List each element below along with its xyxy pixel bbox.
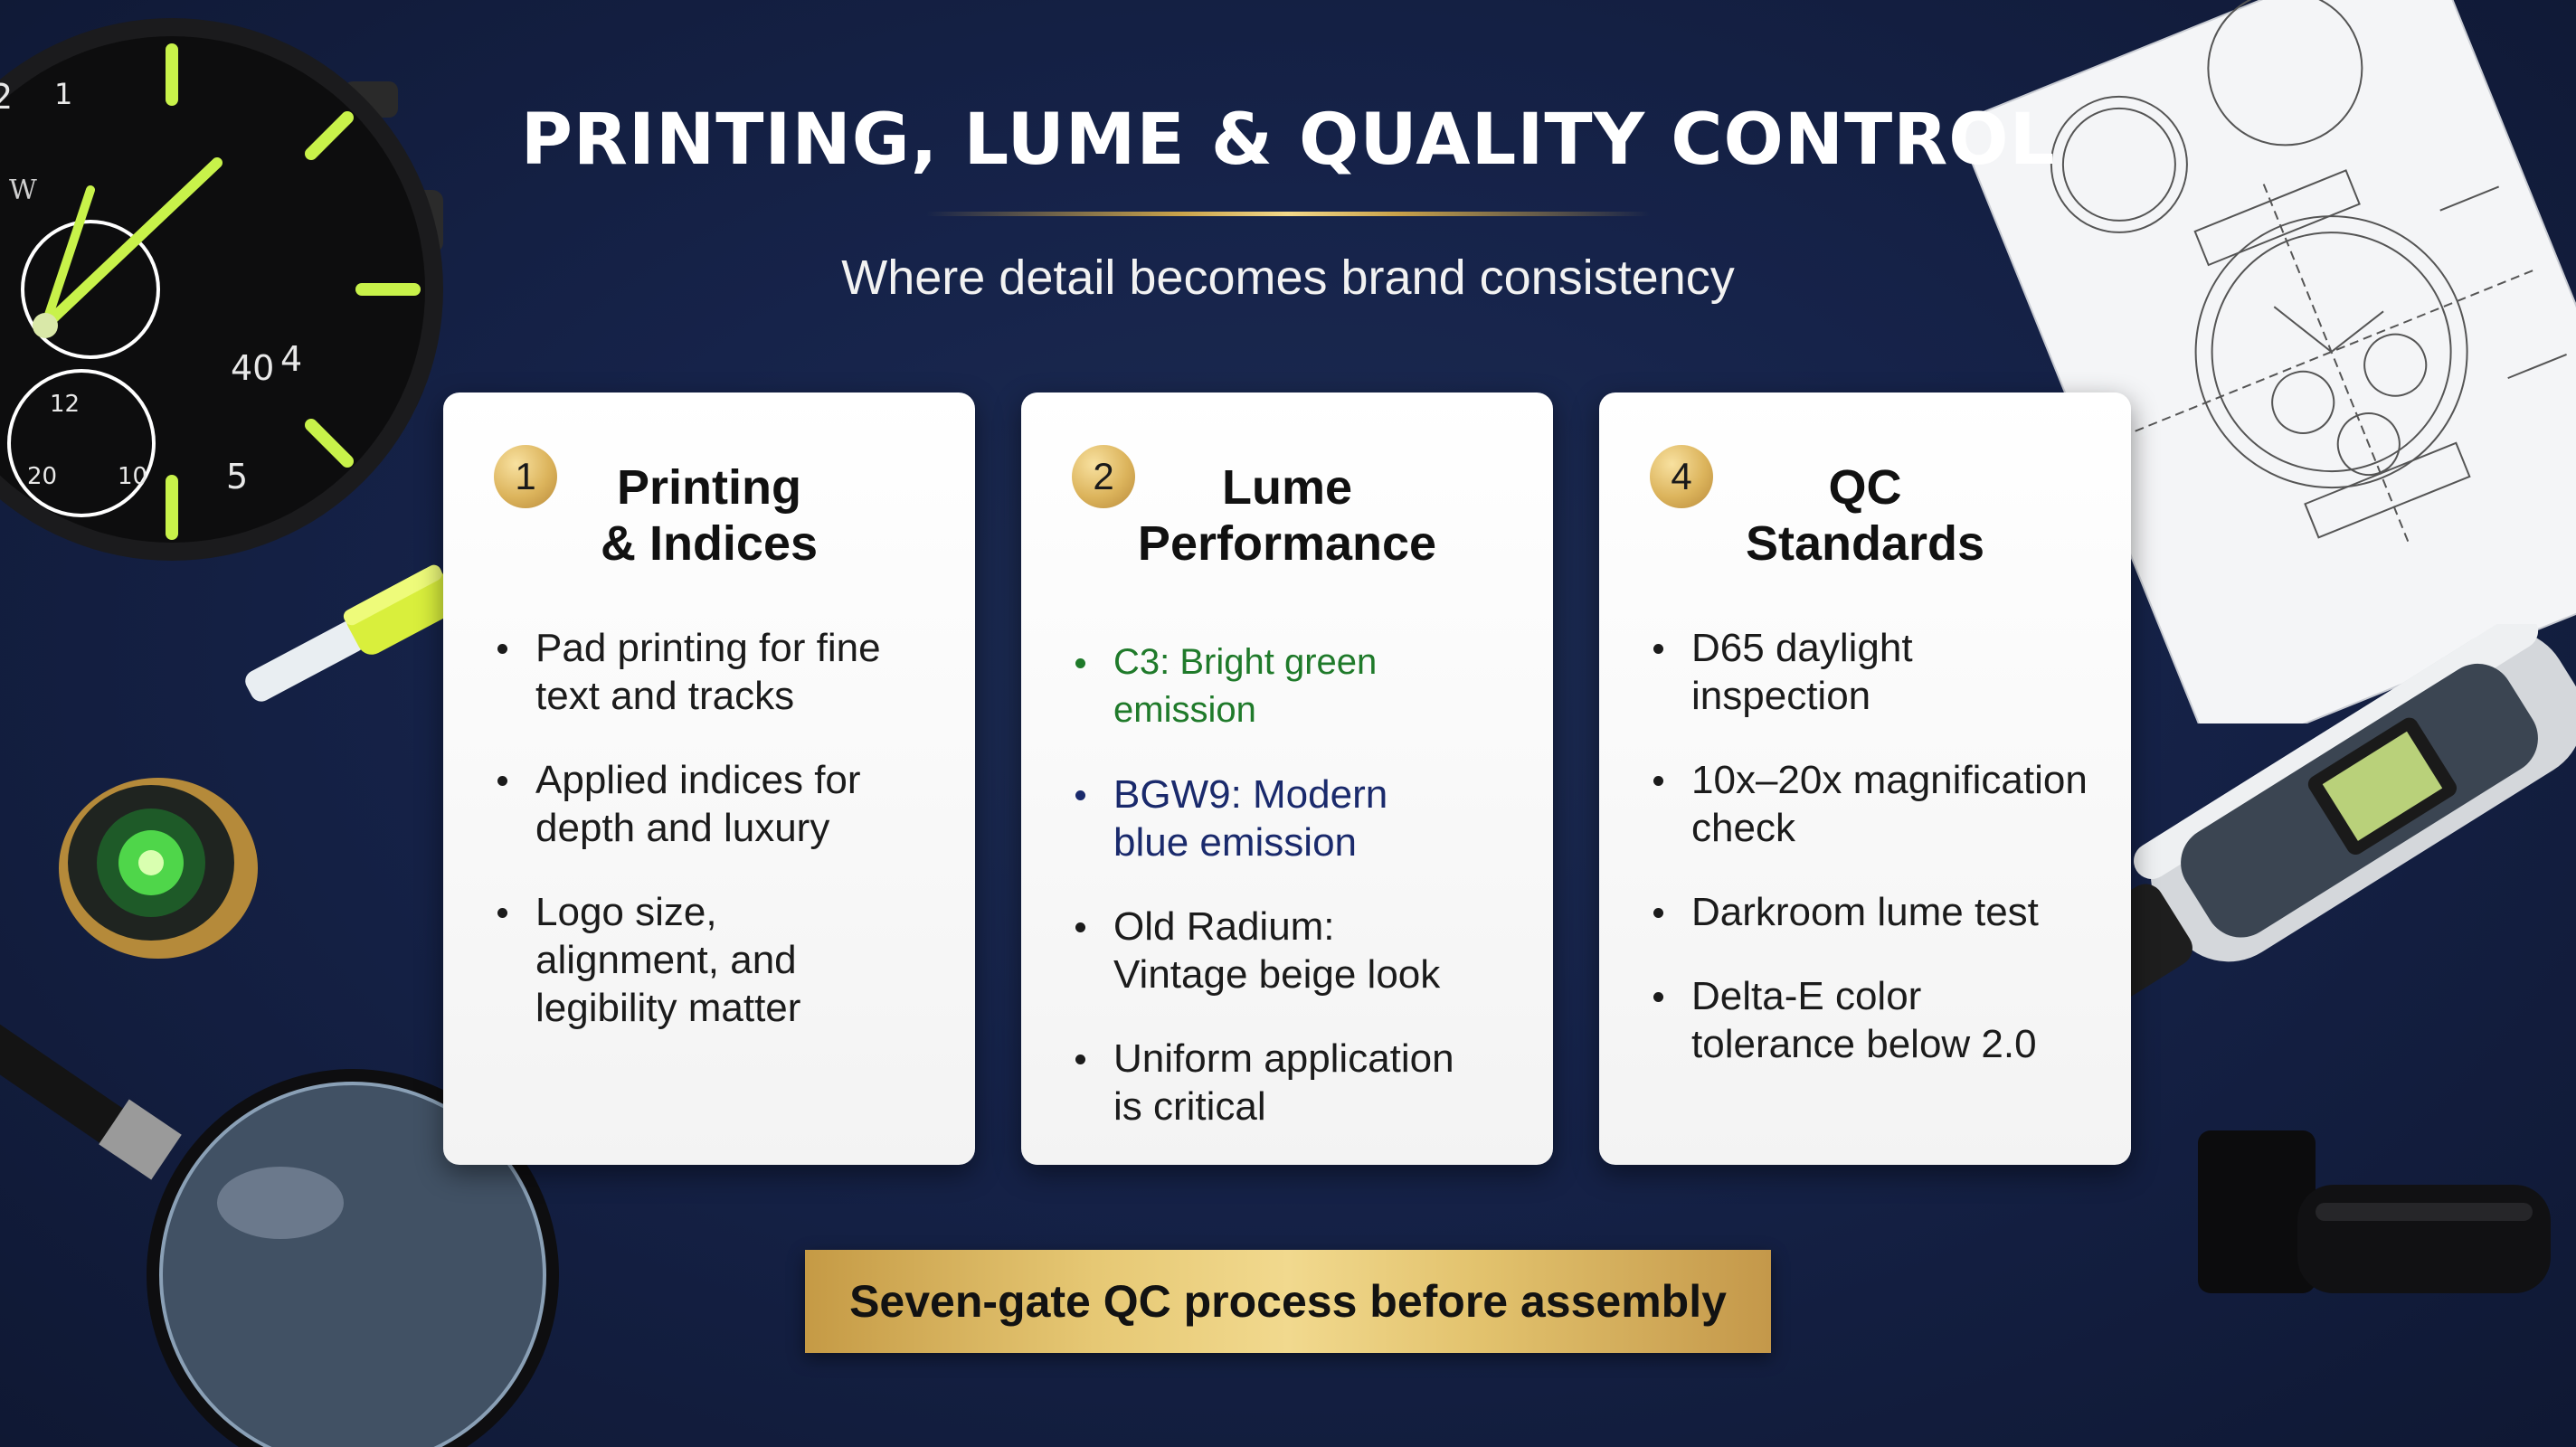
bullet-item: 10x–20x magnification check	[1650, 756, 2098, 852]
bullet-item-bgw9: BGW9: Modern blue emission	[1072, 771, 1520, 866]
svg-text:20: 20	[27, 463, 57, 490]
bullet-item: Pad printing for fine text and tracks	[494, 624, 942, 720]
card-lume-performance: 2 Lume Performance C3: Bright green emis…	[1021, 392, 1553, 1165]
card-title: Printing & Indices	[600, 460, 819, 571]
bullet-list: D65 daylight inspection 10x–20x magnific…	[1650, 624, 2098, 1104]
bullet-item: Applied indices for depth and luxury	[494, 756, 942, 852]
page-subtitle: Where detail becomes brand consistency	[841, 251, 1735, 305]
bullet-item: Logo size, alignment, and legibility mat…	[494, 888, 942, 1032]
lume-syringe-icon	[245, 564, 457, 702]
page-title: PRINTING, LUME & QUALITY CONTROL	[520, 99, 2056, 181]
bullet-item-old-radium: Old Radium: Vintage beige look	[1072, 903, 1520, 998]
card-title: QC Standards	[1745, 460, 1985, 571]
svg-text:4: 4	[280, 339, 302, 379]
svg-text:12: 12	[50, 391, 80, 418]
card-title: Lume Performance	[1137, 460, 1437, 571]
card-number-badge: 1	[494, 445, 557, 508]
bullet-list: Pad printing for fine text and tracks Ap…	[494, 624, 942, 1068]
watch-icon: 2 1 40 4 5 12 20 10 W	[0, 18, 443, 561]
svg-text:2: 2	[0, 77, 13, 117]
bullet-item: D65 daylight inspection	[1650, 624, 2098, 720]
card-printing-indices: 1 Printing & Indices Pad printing for fi…	[443, 392, 975, 1165]
bullet-item: Darkroom lume test	[1650, 888, 2098, 936]
loupe-icon	[59, 778, 258, 959]
svg-text:10: 10	[118, 463, 147, 490]
bullet-list: C3: Bright green emission BGW9: Modern b…	[1072, 638, 1520, 1167]
bullet-item: Uniform application is critical	[1072, 1035, 1520, 1130]
card-number-badge: 2	[1072, 445, 1135, 508]
svg-text:5: 5	[226, 457, 248, 497]
card-qc-standards: 4 QC Standards D65 daylight inspection 1…	[1599, 392, 2131, 1165]
svg-text:1: 1	[54, 77, 72, 111]
bullet-item: Delta-E color tolerance below 2.0	[1650, 972, 2098, 1068]
title-divider	[926, 212, 1650, 216]
bullet-item-c3: C3: Bright green emission	[1072, 638, 1520, 734]
technical-drawing-icon	[1963, 0, 2576, 724]
svg-text:40: 40	[231, 348, 274, 388]
qc-process-banner: Seven-gate QC process before assembly	[805, 1250, 1771, 1353]
stamp-icon	[2198, 1130, 2551, 1293]
svg-text:W: W	[9, 175, 37, 206]
card-number-badge: 4	[1650, 445, 1713, 508]
